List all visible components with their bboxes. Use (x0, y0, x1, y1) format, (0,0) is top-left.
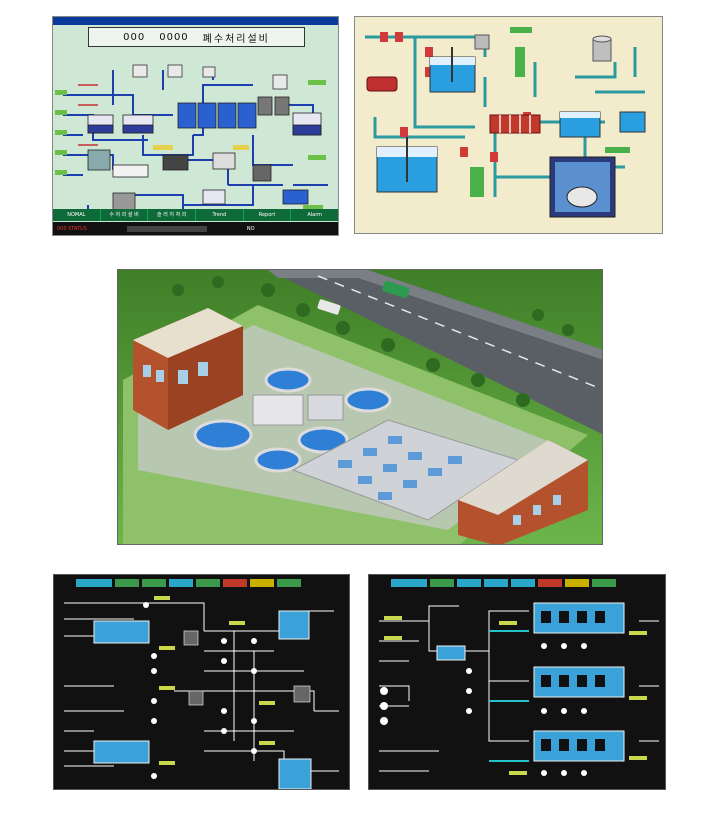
plant-3d-rendering (117, 269, 603, 545)
tab-5[interactable] (511, 579, 535, 587)
tab-5[interactable] (196, 579, 220, 587)
tab-7[interactable] (250, 579, 274, 587)
tab-1[interactable] (391, 579, 427, 587)
status-field (126, 226, 207, 232)
tab-8[interactable] (277, 579, 301, 587)
menu-item-report[interactable]: Report (244, 209, 292, 221)
menu-item-trend[interactable]: Trend (196, 209, 244, 221)
plant-code-right: 0000 (159, 31, 189, 43)
process-equipment-diagram (365, 27, 646, 218)
menu-item-normal[interactable]: NOMAL (53, 209, 101, 221)
scada-screen-dark-right (368, 574, 666, 790)
tab-bar (76, 579, 301, 587)
tab-6[interactable] (223, 579, 247, 587)
scada-screen-process (354, 16, 663, 234)
menu-bar: NOMAL 수 처 리 설 비 슬 러 지 처 리 Trend Report A… (53, 209, 338, 221)
screen-title: 폐수처리설비 (202, 33, 270, 45)
dark-process-diagram (64, 596, 339, 789)
tab-4[interactable] (484, 579, 508, 587)
status-value: NO (246, 226, 255, 232)
tab-4[interactable] (169, 579, 193, 587)
status-bar: 000 STATUS NO (53, 222, 338, 235)
tab-3[interactable] (457, 579, 481, 587)
tab-3[interactable] (142, 579, 166, 587)
menu-item-alarm[interactable]: Alarm (307, 212, 323, 218)
menu-item-water-treatment[interactable]: 수 처 리 설 비 (101, 209, 149, 221)
tab-bar (391, 579, 616, 587)
screen-title-box: 000 0000 폐수처리설비 (88, 27, 305, 47)
scada-screen-wastewater: 000 0000 폐수처리설비 (52, 16, 339, 236)
plant-code-left: 000 (123, 31, 146, 43)
window-title-bar (53, 17, 338, 25)
process-flow-diagram (55, 64, 328, 221)
tab-1[interactable] (76, 579, 112, 587)
plant-aerial-view (118, 270, 602, 544)
tab-8[interactable] (592, 579, 616, 587)
dark-filter-diagram (379, 602, 659, 776)
scada-screen-dark-left (53, 574, 350, 790)
status-text: 000 STATUS (57, 226, 87, 232)
menu-item-sludge-treatment[interactable]: 슬 러 지 처 리 (148, 209, 197, 221)
tab-6[interactable] (538, 579, 562, 587)
tab-2[interactable] (115, 579, 139, 587)
tab-7[interactable] (565, 579, 589, 587)
tab-2[interactable] (430, 579, 454, 587)
